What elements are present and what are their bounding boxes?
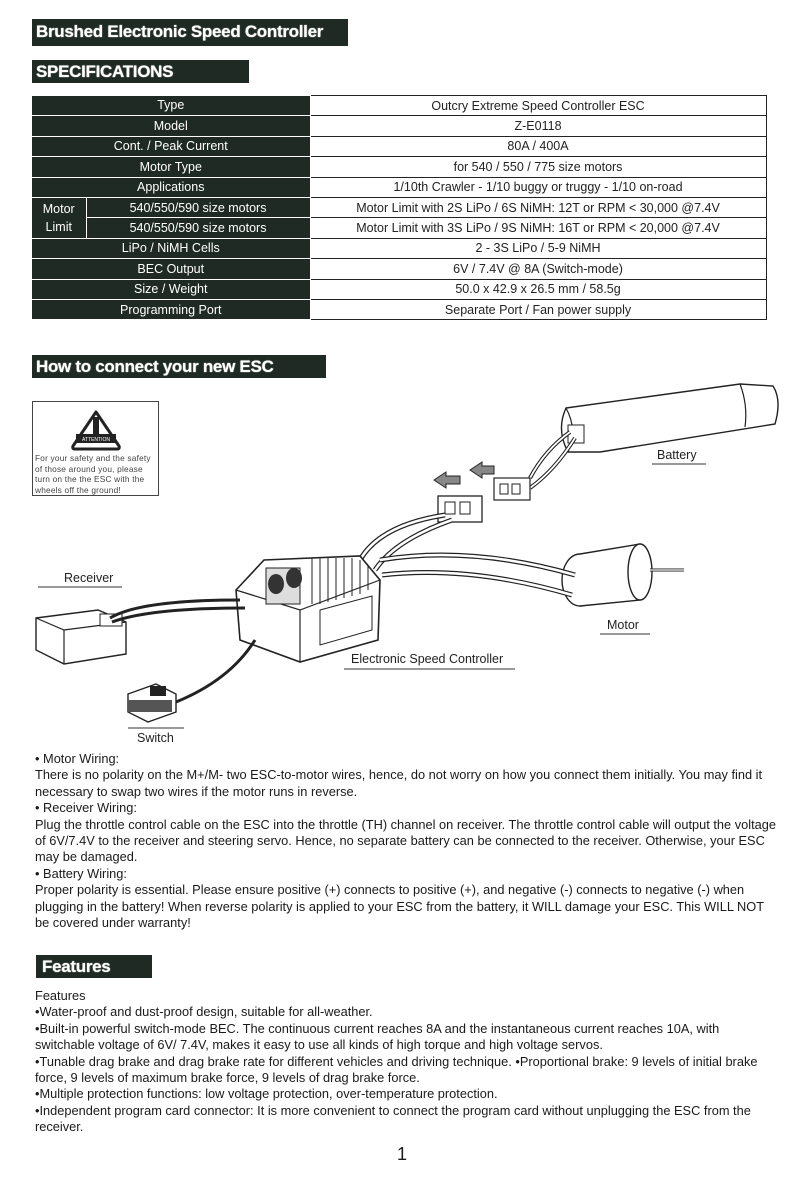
spec-value: Outcry Extreme Speed Controller ESC — [310, 94, 767, 117]
spec-key: Cont. / Peak Current — [32, 136, 311, 158]
wiring-line: • Motor Wiring: — [35, 751, 120, 766]
spec-value: 80A / 400A — [310, 135, 767, 158]
spec-group-line: Limit — [45, 219, 72, 234]
features-section: Features •Water-proof and dust-proof des… — [35, 988, 778, 1136]
battery-pack — [560, 383, 779, 453]
esc-label: Electronic Speed Controller — [351, 652, 504, 666]
wiring-line: • Receiver Wiring: — [35, 800, 137, 816]
spec-key: 540/550/590 size motors — [86, 217, 311, 239]
spec-value: 6V / 7.4V @ 8A (Switch-mode) — [310, 258, 767, 280]
spec-key: Applications — [32, 177, 311, 198]
page-number: 1 — [397, 1144, 408, 1164]
spec-key: Type — [32, 95, 311, 117]
arrow-left-icon — [433, 471, 461, 489]
specifications-heading: SPECIFICATIONS — [32, 60, 249, 83]
wiring-line: There is no polarity on the M+/M- two ES… — [35, 767, 763, 799]
spec-key: 540/550/590 size motors — [86, 197, 311, 219]
connect-heading: How to connect your new ESC — [32, 355, 326, 378]
wiring-line: • Battery Wiring: — [35, 865, 127, 881]
motor — [561, 543, 684, 607]
receiver — [35, 609, 127, 665]
receiver-label: Receiver — [64, 571, 114, 585]
spec-key: Motor Type — [32, 156, 311, 178]
warning-icon-text: ATTENTION — [82, 437, 110, 443]
spec-value: 50.0 x 42.9 x 26.5 mm / 58.5g — [310, 278, 767, 300]
spec-group-label: Motor Limit — [32, 197, 87, 239]
feature-line: •Built-in powerful switch-mode BEC. The … — [35, 1020, 720, 1053]
wiring-diagram — [35, 383, 779, 729]
feature-line: •Water-proof and dust-proof design, suit… — [35, 1004, 373, 1020]
switch-label: Switch — [137, 731, 174, 745]
spec-key: Size / Weight — [32, 279, 311, 300]
spec-key: BEC Output — [32, 258, 311, 280]
spec-value: Z-E0118 — [310, 115, 767, 137]
esc-body — [235, 555, 381, 663]
warning-triangle-icon: ATTENTION — [71, 410, 121, 451]
spec-value: Motor Limit with 2S LiPo / 6S NiMH: 12T … — [310, 196, 767, 219]
feature-line: •Tunable drag brake and drag brake rate … — [35, 1053, 758, 1086]
spec-key: Model — [32, 115, 311, 137]
feature-line: •Independent program card connector: It … — [35, 1102, 751, 1135]
arrow-left-icon — [469, 461, 495, 479]
motor-label: Motor — [607, 618, 639, 632]
warning-text: For your safety and the safety of those … — [35, 453, 151, 495]
feature-line: •Multiple protection functions: low volt… — [35, 1086, 498, 1102]
feature-line: Features — [35, 988, 86, 1003]
switch — [127, 683, 177, 723]
spec-value: 2 - 3S LiPo / 5-9 NiMH — [310, 237, 767, 260]
spec-key: LiPo / NiMH Cells — [32, 238, 311, 260]
features-heading: Features — [36, 955, 152, 978]
wiring-line: Proper polarity is essential. Please ens… — [35, 882, 764, 931]
spec-key: Programming Port — [32, 299, 311, 321]
spec-value: for 540 / 550 / 775 size motors — [310, 156, 767, 178]
wiring-line: Plug the throttle control cable on the E… — [35, 816, 776, 865]
battery-label: Battery — [657, 448, 697, 462]
warning-box: ATTENTION For your safety and the safety… — [32, 401, 159, 496]
spec-value: 1/10th Crawler - 1/10 buggy or truggy - … — [310, 176, 767, 198]
spec-row: Motor Limit 540/550/590 size motors Moto… — [32, 196, 767, 239]
spec-value: Separate Port / Fan power supply — [310, 298, 767, 321]
spec-group-line: Motor — [42, 201, 75, 216]
document-title: Brushed Electronic Speed Controller — [32, 19, 348, 46]
wiring-section: • Motor Wiring: There is no polarity on … — [35, 751, 778, 931]
spec-value: Motor Limit with 3S LiPo / 9S NiMH: 16T … — [310, 217, 767, 239]
